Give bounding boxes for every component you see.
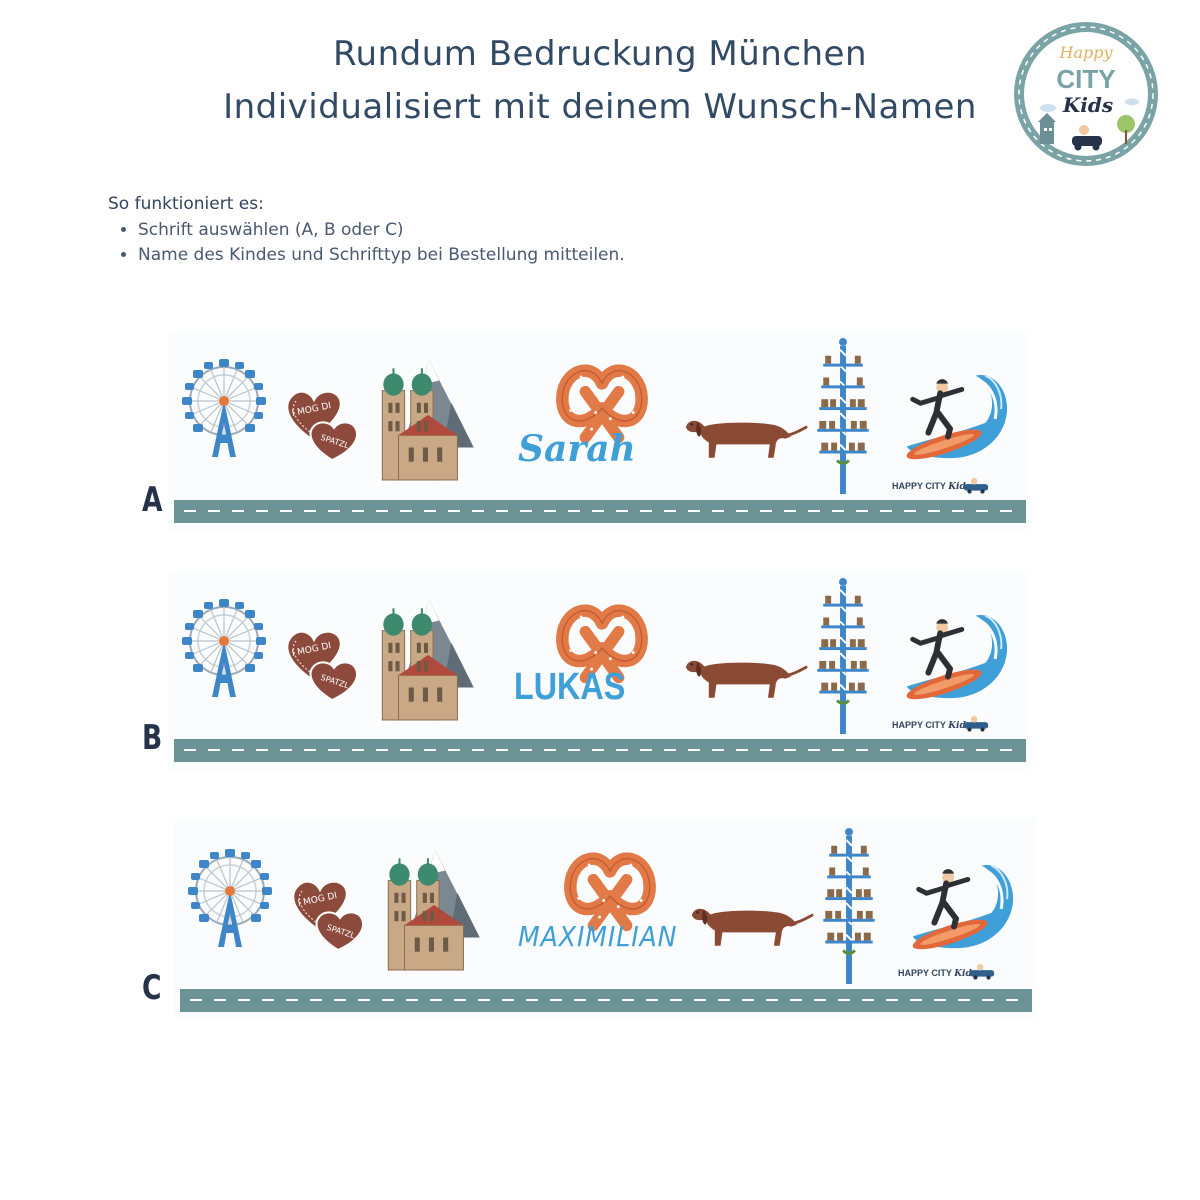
road-strip — [174, 500, 1026, 523]
child-name-b: LUKAS — [514, 666, 626, 708]
maypole-icon — [818, 826, 880, 984]
road-strip — [174, 739, 1026, 762]
variant-letter: C — [142, 968, 162, 1008]
brand-main: HAPPY CITY — [892, 720, 946, 730]
car-icon — [968, 962, 996, 980]
logo-kids-text: Kids — [1062, 93, 1113, 117]
brand-script: Kids — [948, 721, 971, 731]
variant-letter: B — [142, 718, 163, 758]
dachshund-icon — [690, 886, 814, 954]
brand-script: Kids — [954, 969, 977, 979]
dachshund-icon — [684, 638, 808, 706]
logo-city-text: CITY — [1056, 64, 1115, 94]
road-strip — [180, 989, 1032, 1012]
car-icon — [962, 476, 990, 494]
frauenkirche-icon — [372, 590, 484, 722]
ferris-wheel-icon — [176, 350, 276, 466]
brand-label: HAPPY CITY Kids — [898, 968, 977, 979]
surfer-icon — [888, 360, 1012, 468]
car-icon — [962, 714, 990, 732]
child-name-c: MAXIMILIAN — [518, 920, 678, 953]
brand-label: HAPPY CITY Kids — [892, 481, 971, 492]
brand-main: HAPPY CITY — [892, 481, 946, 491]
brand-label: HAPPY CITY Kids — [892, 720, 971, 731]
instructions: So funktioniert es: Schrift auswählen (A… — [108, 194, 625, 270]
logo-happy-text: Happy — [1058, 43, 1113, 62]
ferris-wheel-icon — [182, 840, 282, 956]
page-title-line-2: Individualisiert mit deinem Wunsch-Namen — [223, 87, 977, 127]
maypole-icon — [812, 336, 874, 494]
frauenkirche-icon — [372, 350, 484, 482]
gingerbread-heart-icon — [280, 616, 370, 706]
ferris-wheel-icon — [176, 590, 276, 706]
gingerbread-heart-icon — [280, 376, 370, 466]
brand-main: HAPPY CITY — [898, 968, 952, 978]
child-name-a: Sarah — [518, 428, 636, 470]
dachshund-icon — [684, 398, 808, 466]
gingerbread-heart-icon — [286, 866, 376, 956]
brand-script: Kids — [948, 482, 971, 492]
instructions-heading: So funktioniert es: — [108, 194, 264, 214]
page-title-line-1: Rundum Bedruckung München — [332, 34, 868, 74]
happy-city-kids-logo: Happy CITY Kids — [1014, 22, 1158, 166]
instruction-step: Name des Kindes und Schrifttyp bei Beste… — [138, 245, 625, 265]
maypole-icon — [812, 576, 874, 734]
surfer-icon — [894, 850, 1018, 958]
surfer-icon — [888, 600, 1012, 708]
frauenkirche-icon — [378, 840, 490, 972]
instruction-step: Schrift auswählen (A, B oder C) — [138, 220, 625, 240]
variant-letter: A — [142, 480, 163, 520]
instructions-list: Schrift auswählen (A, B oder C) Name des… — [108, 220, 625, 265]
